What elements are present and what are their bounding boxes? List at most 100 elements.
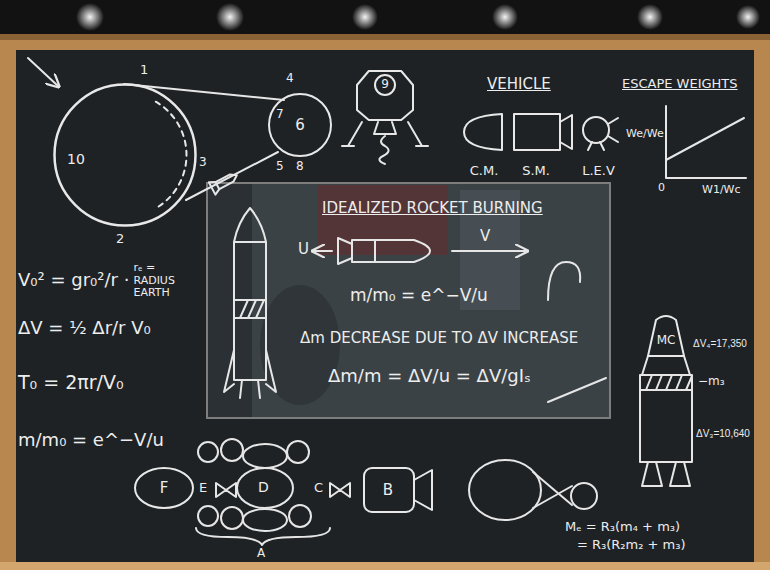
chalk-line — [548, 378, 606, 402]
stage-cluster — [221, 439, 243, 461]
stage-nozzles — [642, 462, 690, 486]
earth-outline — [55, 85, 196, 226]
panel-heading: IDEALIZED ROCKET BURNING — [322, 200, 543, 217]
lunar-module: 9 — [355, 68, 415, 122]
stage-cluster — [237, 468, 293, 508]
exhaust-arrow — [314, 250, 332, 252]
wood-frame — [0, 34, 770, 40]
equation-note: Δm DECREASE DUE TO ΔV INCREASE — [300, 330, 578, 347]
equation: T₀ = 2πr/V₀ — [18, 372, 124, 394]
callout-number: 8 — [296, 160, 304, 174]
section-heading: VEHICLE — [487, 76, 551, 93]
display-window — [207, 183, 610, 418]
chalkboard-surface — [16, 50, 754, 562]
velocity-arrow — [452, 250, 526, 252]
service-module: S.M. — [510, 110, 576, 178]
moon-circle: 6 — [268, 93, 332, 157]
brace — [196, 528, 330, 545]
axis-label: W1/Wc — [702, 184, 741, 197]
earth-circle: 10 — [53, 83, 197, 227]
stage-cluster — [289, 505, 311, 527]
rocket-body — [352, 240, 430, 262]
stage-box: B — [362, 466, 434, 514]
lunar-module-legs — [342, 122, 428, 146]
pointer-arrow — [28, 58, 58, 86]
stage-oval-outline — [135, 468, 193, 508]
command-module: C.M. — [460, 110, 508, 178]
callout-number: 4 — [286, 72, 294, 86]
display-window — [207, 183, 610, 418]
lunar-module-cabin — [357, 71, 413, 120]
command-module-outline — [464, 114, 502, 150]
velocity-label: V — [480, 228, 490, 245]
trajectory-curve — [548, 262, 580, 300]
escape-vehicle-outline — [583, 117, 609, 143]
hatch-circle — [375, 75, 395, 95]
callout-number: 9 — [381, 78, 389, 91]
rocket-hatching — [234, 300, 266, 318]
rocket-fins — [224, 350, 276, 398]
transfer-line — [124, 84, 284, 100]
ceiling-light — [216, 3, 244, 31]
callout-number: 7 — [276, 108, 284, 122]
equation: m/m₀ = e^−V/u — [350, 286, 488, 306]
equation: m/m₀ = e^−V/u — [18, 430, 164, 451]
stage-cluster — [221, 507, 243, 529]
mass-label: −m₃ — [698, 375, 725, 389]
moon-outline — [269, 94, 331, 156]
stage-adapter — [642, 356, 690, 375]
callout-number: 1 — [140, 63, 148, 78]
callout-number: 5 — [276, 160, 284, 174]
stage-letter: B — [383, 482, 393, 499]
equation: Mₑ = R₃(m₄ + m₃) — [565, 520, 680, 535]
equation: Δm/m = ΔV/u = ΔV/gIₛ — [328, 366, 531, 387]
rocket-nozzle — [338, 238, 352, 264]
ceiling-light — [352, 4, 378, 30]
stage-letter: C — [314, 481, 323, 496]
stage-letter: F — [160, 480, 169, 497]
ceiling-light — [76, 3, 760, 31]
module-label: C.M. — [470, 164, 499, 178]
stage-letter: D — [258, 479, 269, 495]
stage-hatching — [640, 375, 692, 390]
module-label: S.M. — [522, 164, 550, 178]
stage-cluster — [287, 441, 309, 463]
stage-cluster — [198, 439, 350, 531]
transfer-line — [186, 152, 278, 200]
stage-box-shape — [362, 466, 434, 514]
stage-cluster — [216, 483, 236, 497]
spacecraft-sketch — [209, 179, 221, 194]
escape-vehicle-legs — [588, 118, 618, 150]
lunar-module-shape — [355, 68, 415, 122]
equation-note: rₑ = RADIUS EARTH — [133, 262, 181, 300]
callout-number: 3 — [199, 156, 207, 170]
orbit-arc — [156, 102, 187, 209]
axis-label: 0 — [658, 182, 665, 195]
figure-eight-orbit — [469, 460, 541, 520]
equation: V₀² = gr₀²/r · — [18, 270, 129, 291]
rocket-stage — [640, 375, 692, 462]
graph-line — [666, 118, 744, 160]
ceiling-light — [76, 3, 104, 31]
stage-cluster — [198, 442, 218, 462]
spacecraft-sketch — [216, 172, 239, 189]
group-letter: A — [257, 547, 265, 561]
stage-cluster — [243, 509, 287, 531]
ceiling-light — [637, 4, 663, 30]
delta-v-value: ΔV₄=17,350 — [693, 338, 747, 350]
stage-letter: E — [199, 481, 207, 496]
capsule: MC — [645, 312, 687, 358]
graph-axes — [666, 106, 746, 178]
delta-v-value: ΔV₃=10,640 — [696, 428, 750, 440]
ceiling-light — [492, 4, 518, 30]
display-window — [207, 183, 610, 418]
figure-eight-orbit — [469, 460, 597, 520]
exhaust-squiggle — [379, 136, 388, 164]
chalk-drawing — [28, 58, 746, 545]
axis-label: We/We — [626, 128, 664, 141]
ceiling-light — [736, 5, 760, 29]
engine-bell — [560, 115, 572, 149]
section-heading: ESCAPE WEIGHTS — [622, 77, 738, 92]
capsule-outline — [648, 316, 684, 356]
